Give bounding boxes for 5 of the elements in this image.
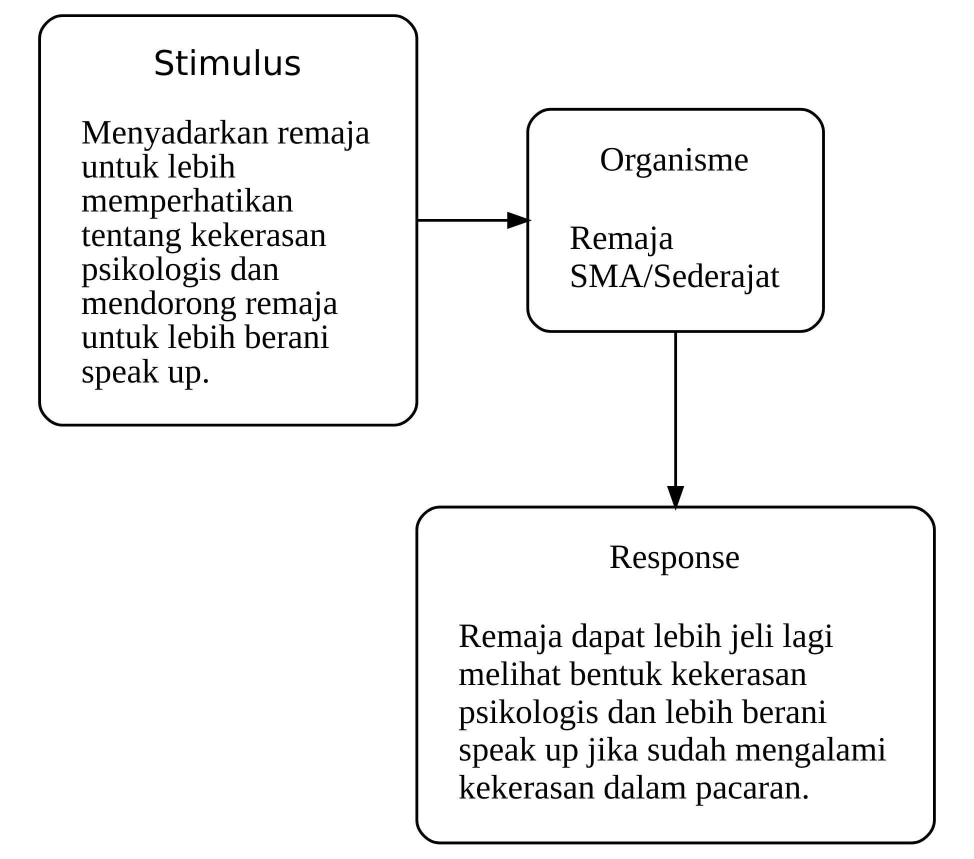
arrow: [667, 332, 684, 511]
node-box: Stimulus Menyadarkan remaja untuk lebih memperhatikan tentang kekerasan psikologis dan mendorong remaja untuk lebih berani speak up.: [38, 14, 418, 427]
node-box: Organisme Remaja SMA/Sederajat: [526, 108, 825, 333]
node-box: Response Remaja dapat lebih jeli lagi melihat bentuk kekerasan psikologis dan lebih berani speak up jika sudah mengalami kekerasan dalam pacaran.: [415, 506, 936, 844]
arrow: [416, 212, 532, 230]
